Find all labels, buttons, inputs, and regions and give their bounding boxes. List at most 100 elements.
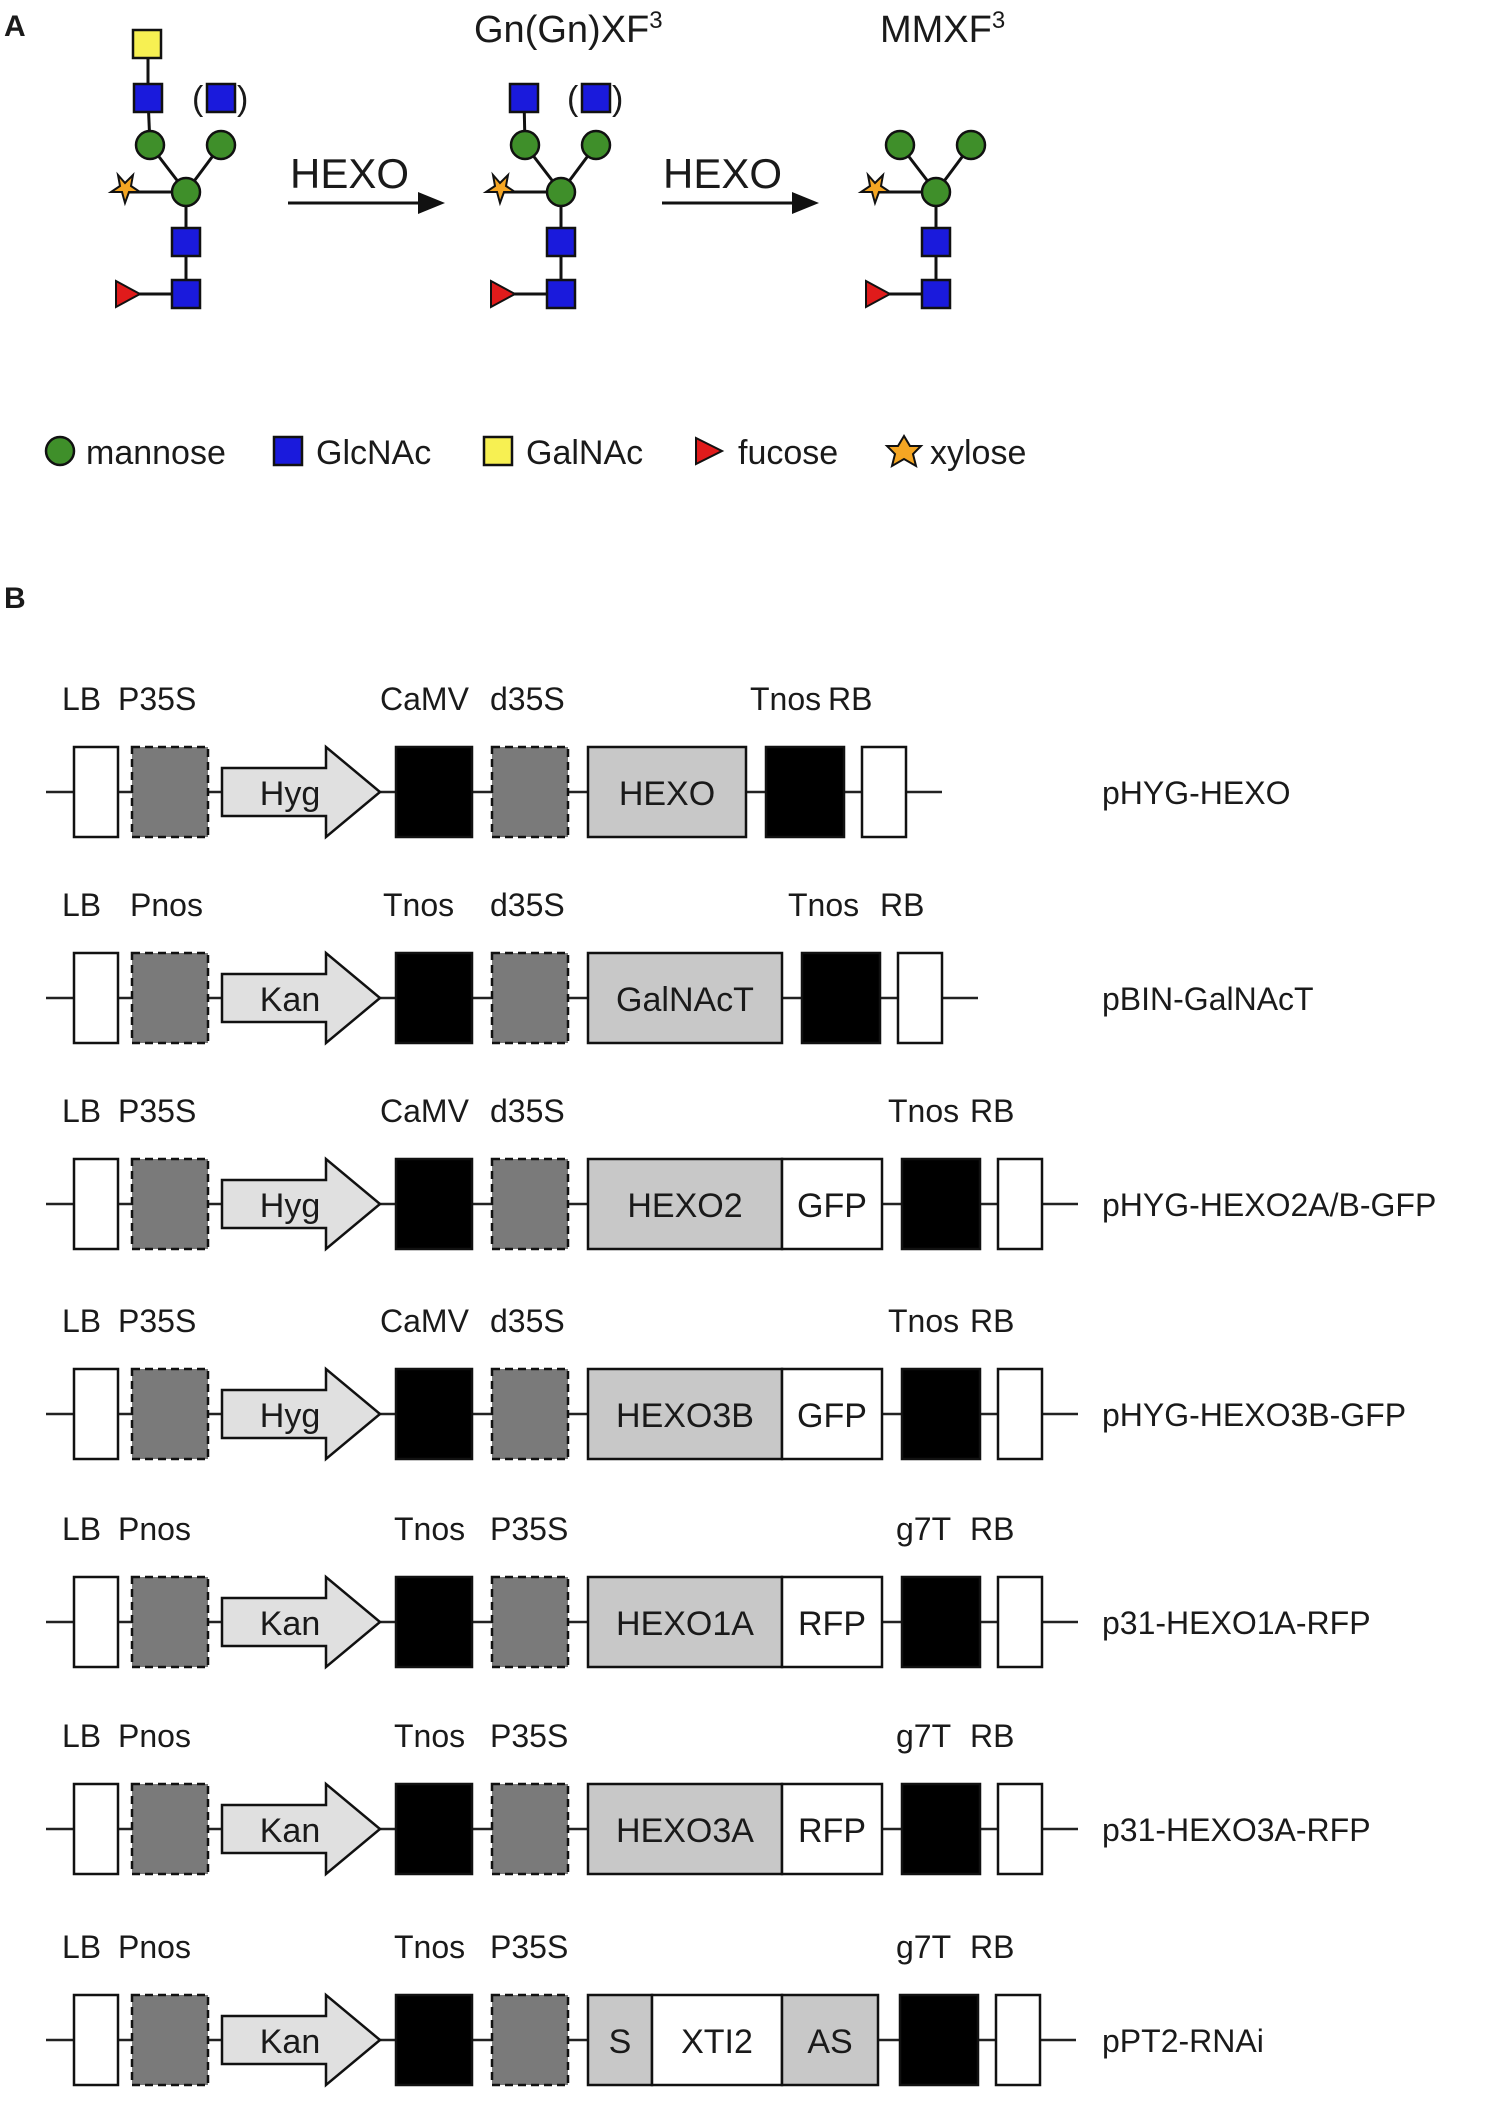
element-label: Pnos — [118, 1718, 191, 1754]
lb-border-box — [72, 1367, 120, 1461]
element-label: RB — [970, 1511, 1014, 1547]
legend-glcnac-icon — [272, 435, 304, 467]
element-label: d35S — [490, 887, 565, 923]
construct-name: pBIN-GalNAcT — [1102, 981, 1314, 1017]
element-label: Tnos — [750, 681, 821, 717]
selection-marker-arrow — [220, 1781, 382, 1877]
xylose-icon — [107, 171, 144, 207]
terminator-box — [394, 1367, 474, 1461]
mannose-icon — [580, 129, 612, 161]
element-label: Tnos — [888, 1303, 959, 1339]
element-label: P35S — [118, 1303, 196, 1339]
element-label: Tnos — [888, 1093, 959, 1129]
element-label: RB — [828, 681, 872, 717]
fucose-icon — [115, 279, 143, 309]
construct-name: p31-HEXO3A-RFP — [1102, 1812, 1371, 1848]
terminator-box — [900, 1157, 982, 1251]
legend-fucose-label: fucose — [738, 434, 838, 472]
insert-segment-label: RFP — [798, 1812, 866, 1850]
insert-segment-label: AS — [807, 2023, 852, 2061]
element-label: P35S — [118, 1093, 196, 1129]
selection-marker-arrow — [220, 1366, 382, 1462]
galnac-icon — [131, 28, 163, 60]
construct-name: p31-HEXO1A-RFP — [1102, 1605, 1371, 1641]
insert-segment — [586, 1782, 784, 1876]
element-label: RB — [970, 1093, 1014, 1129]
mannose-icon — [955, 129, 987, 161]
insert-segment-label: S — [609, 2023, 632, 2061]
rb-border-box — [996, 1575, 1044, 1669]
element-label: g7T — [896, 1718, 951, 1754]
element-label: Tnos — [383, 887, 454, 923]
optional-branch-open: ( — [192, 80, 204, 118]
reaction-arrow-2: HEXO — [662, 150, 819, 214]
insert-segment-label: GFP — [797, 1397, 867, 1435]
insert-segment — [780, 1367, 884, 1461]
promoter-box — [490, 1993, 570, 2087]
lb-border-box — [72, 1782, 120, 1876]
lb-border-box — [72, 745, 120, 839]
structure-3-title: MMXF3 — [880, 7, 1005, 51]
glcnac-icon — [508, 82, 540, 114]
terminator-box — [394, 1993, 474, 2087]
legend-xylose-label: xylose — [930, 434, 1026, 472]
element-label: RB — [970, 1718, 1014, 1754]
legend-fucose-icon — [695, 436, 725, 466]
promoter-box — [490, 1575, 570, 1669]
insert-segment-label: GFP — [797, 1187, 867, 1225]
terminator-box — [394, 1157, 474, 1251]
glcnac-icon — [132, 82, 164, 114]
terminator-box — [898, 1993, 980, 2087]
mannose-icon — [920, 176, 952, 208]
selection-marker-label: Kan — [260, 981, 321, 1019]
selection-marker-arrow — [220, 1992, 382, 2088]
structure-2-title: Gn(Gn)XF3 — [474, 7, 663, 51]
insert-segment — [780, 1157, 884, 1251]
fucose-icon — [490, 279, 518, 309]
element-label: d35S — [490, 681, 565, 717]
glcnac-icon — [920, 278, 952, 310]
selection-marker-label: Kan — [260, 1605, 321, 1643]
insert-segment — [586, 1367, 784, 1461]
insert-segment-label: GalNAcT — [616, 981, 754, 1019]
selection-marker-label: Hyg — [260, 775, 320, 813]
rb-border-box — [860, 745, 908, 839]
element-label: Pnos — [118, 1511, 191, 1547]
insert-segment-label: HEXO — [619, 775, 715, 813]
insert-segment — [650, 1993, 784, 2087]
arrow-1-label: HEXO — [290, 150, 409, 197]
terminator-box — [900, 1575, 982, 1669]
legend-xylose-icon — [884, 434, 924, 469]
promoter-box — [490, 951, 570, 1045]
glycan-structure-3: MMXF3 — [857, 7, 1005, 310]
element-label: RB — [880, 887, 924, 923]
legend-glcnac-label: GlcNAc — [316, 434, 431, 472]
insert-segment — [586, 951, 784, 1045]
promoter-box — [490, 745, 570, 839]
element-label: CaMV — [380, 1303, 470, 1339]
fucose-icon — [865, 279, 893, 309]
element-label: LB — [62, 1093, 101, 1129]
glcnac-icon — [205, 82, 237, 114]
element-label: LB — [62, 1718, 101, 1754]
element-label: Tnos — [394, 1511, 465, 1547]
mannose-icon — [134, 129, 166, 161]
element-label: Pnos — [130, 887, 203, 923]
selection-marker-arrow — [220, 1574, 382, 1670]
construct-name: pHYG-HEXO — [1102, 775, 1290, 811]
insert-segment-label: HEXO3A — [616, 1812, 754, 1850]
rb-border-box — [996, 1157, 1044, 1251]
insert-segment-label: HEXO1A — [616, 1605, 754, 1643]
promoter-box — [130, 951, 210, 1045]
construct-name: pHYG-HEXO3B-GFP — [1102, 1397, 1406, 1433]
element-label: g7T — [896, 1929, 951, 1965]
promoter-box — [490, 1782, 570, 1876]
glcnac-icon — [170, 278, 202, 310]
selection-marker-arrow — [220, 950, 382, 1046]
terminator-box — [394, 1782, 474, 1876]
optional-branch-close: ) — [237, 80, 248, 118]
